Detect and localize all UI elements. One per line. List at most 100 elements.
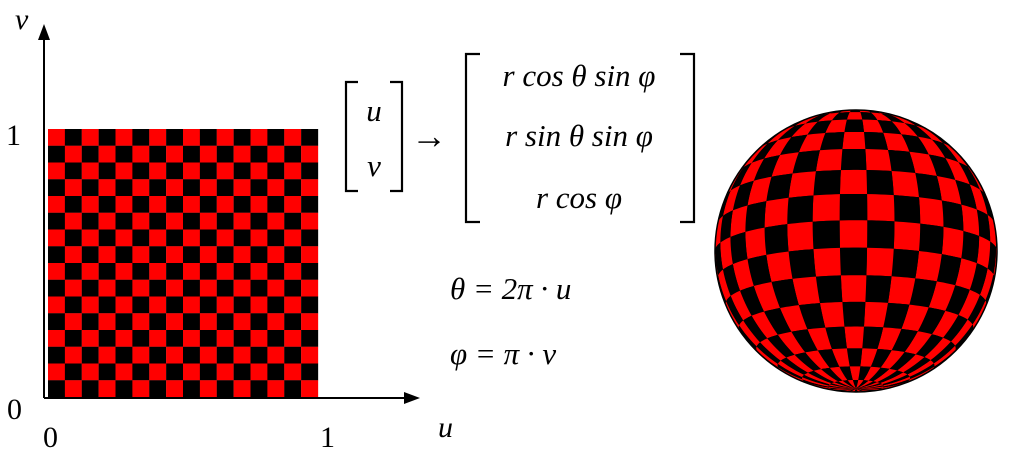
sphere-checker-patch [780, 357, 808, 375]
checker-square [199, 263, 217, 280]
sphere-checker-patch [856, 388, 865, 392]
sphere-checker-patch [891, 121, 918, 137]
sphere-checker-patch [849, 366, 861, 380]
sphere-checker-patch [877, 327, 902, 351]
sphere-checker-patch [740, 158, 765, 186]
checker-square [115, 196, 133, 213]
sphere-checker-patch [730, 205, 748, 237]
sphere-checker-patch [976, 209, 991, 242]
sphere-checker-patch [958, 162, 980, 190]
checker-square [166, 246, 184, 264]
sphere-checker-patch [807, 327, 832, 351]
sphere-checker-patch [967, 166, 986, 196]
sphere-checker-patch [777, 331, 806, 355]
sphere-checker-patch [856, 385, 884, 389]
checker-square [216, 246, 234, 264]
input-vector-v: v [367, 148, 381, 183]
checker-square [132, 145, 150, 163]
sphere-checker-patch [756, 346, 779, 368]
sphere-checker-patch [877, 383, 905, 390]
checker-square [98, 346, 116, 364]
checker-square [132, 363, 150, 381]
sphere-checker-patch [730, 290, 752, 321]
checker-square [132, 330, 150, 347]
sphere-checker-patch [870, 348, 892, 368]
sphere-checker-patch [943, 314, 968, 342]
checker-square [250, 380, 268, 398]
checker-square [81, 263, 99, 280]
checker-square [267, 330, 285, 347]
checker-square [284, 263, 302, 280]
checker-square [81, 162, 99, 180]
checker-square [98, 279, 116, 297]
checker-square [183, 296, 201, 314]
checker-square [301, 279, 319, 297]
sphere-checker-patch [909, 151, 937, 177]
checker-square [267, 296, 285, 314]
checker-square [48, 263, 66, 280]
checker-square [267, 363, 285, 381]
checkered-sphere [714, 109, 998, 393]
checker-square [233, 346, 251, 364]
checker-square [115, 380, 133, 398]
sphere-checker-patch [924, 337, 951, 361]
checker-square [166, 229, 184, 247]
sphere-checker-patch [798, 303, 826, 330]
checker-square [149, 263, 167, 280]
sphere-checker-patch [924, 128, 951, 148]
sphere-checker-patch [794, 114, 822, 126]
checker-square [301, 313, 319, 331]
checker-square [183, 380, 201, 398]
checker-square [132, 296, 150, 314]
checker-square [98, 212, 116, 230]
checker-square [284, 363, 302, 381]
checker-square [64, 313, 82, 331]
checker-square [132, 263, 150, 280]
checker-square [233, 145, 251, 163]
checker-square [183, 313, 201, 331]
checker-square [115, 296, 133, 314]
checker-square [233, 212, 251, 230]
sphere-checker-patch [880, 350, 905, 369]
sphere-checker-patch [778, 367, 805, 382]
checker-square [284, 296, 302, 314]
checker-square [301, 212, 319, 230]
checker-square [132, 313, 150, 331]
sphere-checker-patch [788, 249, 816, 279]
checker-square [132, 162, 150, 180]
checker-square [199, 145, 217, 163]
sphere-checker-patch [747, 254, 772, 287]
checker-square [81, 145, 99, 163]
checker-square [48, 313, 66, 331]
checker-square [216, 212, 234, 230]
sphere-checker-patch [840, 275, 867, 303]
checker-square [64, 380, 82, 398]
sphere-checker-patch [866, 247, 894, 277]
sphere-checker-patch [847, 380, 856, 389]
sphere-checker-patch [856, 386, 884, 389]
sphere-checker-patch [842, 301, 866, 327]
checker-square [250, 363, 268, 381]
sphere-checker-patch [993, 220, 997, 254]
sphere-checker-patch [802, 377, 829, 387]
y-tick-1-label: 1 [6, 119, 21, 152]
sphere-checker-patch [815, 275, 843, 304]
sphere-checker-patch [901, 304, 929, 332]
checker-square [166, 145, 184, 163]
sphere-checker-patch [839, 366, 853, 381]
checker-square [199, 380, 217, 398]
checker-square [284, 380, 302, 398]
checker-square [301, 162, 319, 180]
output-vector-row-2: r sin θ sin φ [505, 118, 653, 153]
checker-square [166, 212, 184, 230]
sphere-checker-patch [856, 381, 877, 389]
sphere-checker-patch [856, 388, 881, 390]
sphere-checker-patch [764, 307, 792, 335]
sphere-checker-patch [840, 148, 867, 171]
checker-square [166, 330, 184, 347]
sphere-checker-patch [804, 381, 832, 389]
sphere-checker-patch [928, 154, 956, 180]
sphere-checker-patch [904, 331, 932, 355]
checker-square [199, 229, 217, 247]
